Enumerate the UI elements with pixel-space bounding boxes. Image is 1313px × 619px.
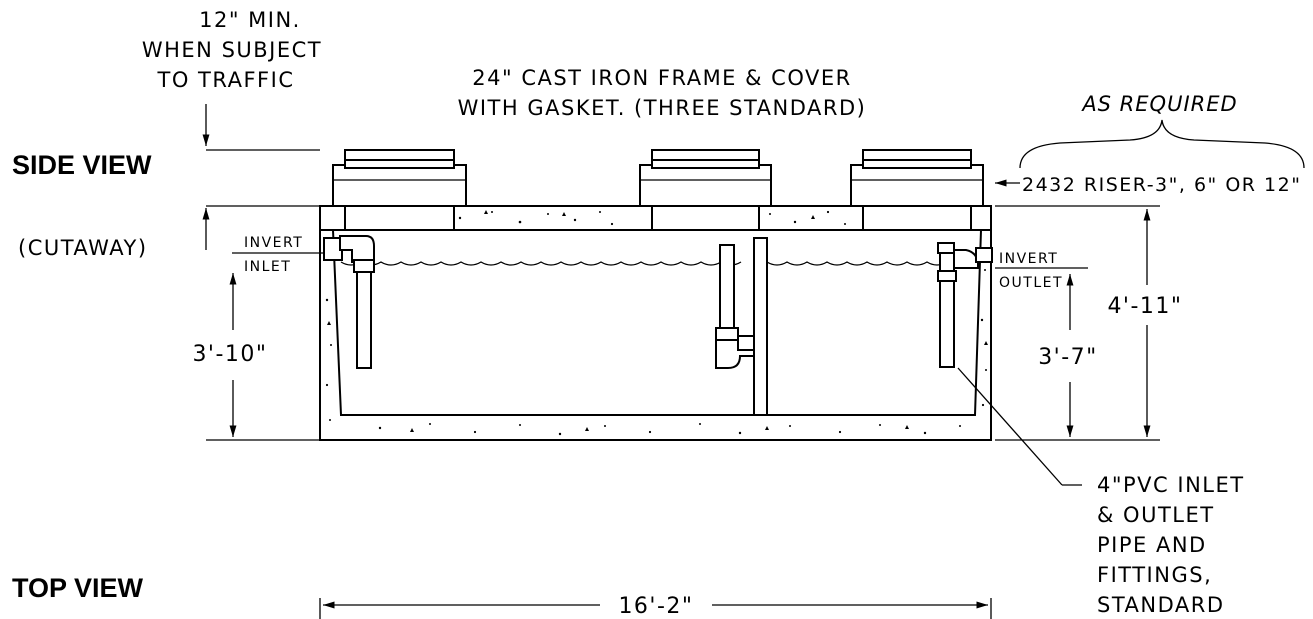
concrete-texture (325, 210, 988, 436)
pipe-note-line-5: STANDARD (1097, 593, 1225, 617)
min-cover-line-1: 12" MIN. (199, 8, 301, 32)
pipe-note: 4"PVC INLET & OUTLET PIPE AND FITTINGS, … (1097, 473, 1245, 617)
riser-3 (850, 149, 984, 231)
pipe-note-line-4: FITTINGS, (1097, 563, 1212, 587)
total-height-dim: 4'-11" (1107, 294, 1182, 319)
riser-1 (332, 149, 467, 231)
invert-outlet-bottom: OUTLET (999, 275, 1063, 291)
as-required-brace (1019, 119, 1305, 169)
frame-cover-line-1: 24" CAST IRON FRAME & COVER (472, 66, 851, 90)
pipe-leader (957, 367, 1063, 486)
invert-inlet-top: INVERT (244, 235, 303, 251)
min-cover-line-3: TO TRAFFIC (157, 68, 295, 92)
invert-inlet-bottom: INLET (244, 259, 291, 275)
frame-cover-line-2: WITH GASKET. (THREE STANDARD) (458, 96, 867, 120)
as-required-label: AS REQUIRED (1080, 92, 1237, 116)
baffle-tee (715, 244, 755, 369)
riser-label: 2432 RISER-3", 6" OR 12" (1022, 174, 1301, 196)
inlet-tee (323, 235, 375, 369)
pipe-note-line-3: PIPE AND (1097, 533, 1207, 557)
invert-outlet-top: INVERT (999, 251, 1058, 267)
outlet-height-dim: 3'-7" (1038, 345, 1098, 370)
side-view-title: SIDE VIEW (12, 150, 152, 180)
min-cover-line-2: WHEN SUBJECT (142, 38, 322, 62)
top-view-title: TOP VIEW (12, 573, 144, 603)
tank-outer-wall (319, 205, 992, 441)
baffle-wall (753, 237, 768, 416)
outlet-tee (937, 242, 993, 368)
min-cover-note: 12" MIN. WHEN SUBJECT TO TRAFFIC (142, 8, 322, 92)
water-line (340, 261, 968, 266)
inlet-height-dim: 3'-10" (192, 342, 267, 367)
pipe-note-line-2: & OUTLET (1097, 503, 1215, 527)
length-dim: 16'-2" (618, 594, 693, 619)
pipe-note-line-1: 4"PVC INLET (1097, 473, 1245, 497)
cutaway-label: (CUTAWAY) (18, 236, 148, 260)
septic-tank (319, 149, 993, 441)
riser-2 (639, 149, 772, 231)
